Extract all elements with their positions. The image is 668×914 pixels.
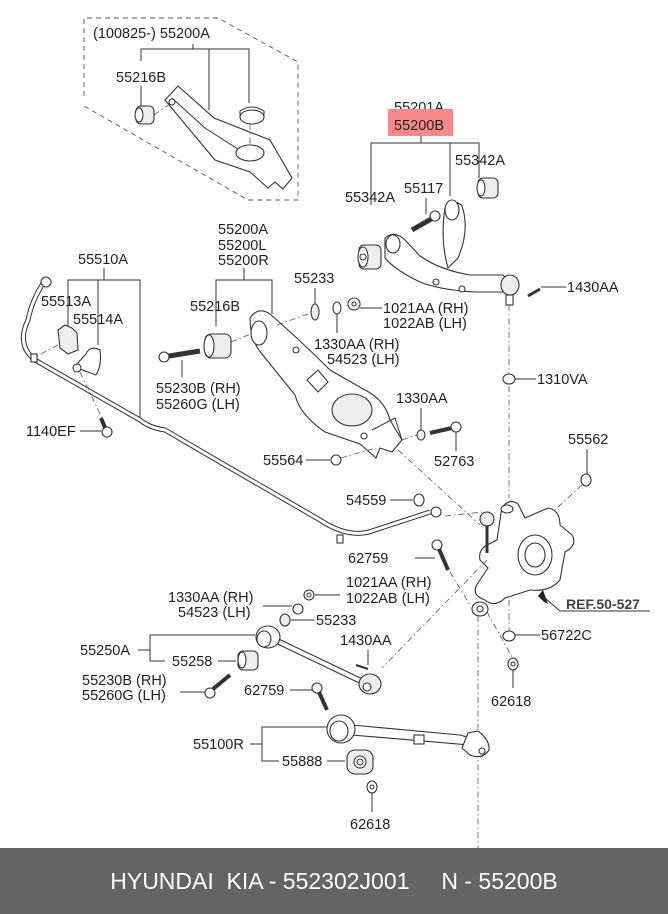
lower-bolt-part [158, 348, 201, 363]
lower-bolt-rh-label: 55230B (RH) [156, 381, 241, 397]
lower-bolt-lh-label: 55260G (LH) [156, 397, 240, 413]
stabilizer-bolt-label: 1140EF [26, 424, 76, 440]
lower-bolt2-label: 52763 [434, 454, 474, 470]
stabilizer-bracket-label: 55514A [73, 312, 123, 328]
upper-cotter-pin-label: 1430AA [567, 280, 619, 296]
lower-arm-code-l: 55200L [218, 238, 266, 254]
toe-link-group: 1330AA (RH) 54523 (LH) 1021AA (RH) 1022A… [80, 575, 431, 711]
toe-nut-lh-label: 1022AB (LH) [346, 591, 430, 607]
lower-washer-part [310, 303, 320, 321]
knuckle-ref-label[interactable]: REF.50-527 [566, 596, 640, 612]
inset-bushing-part [134, 105, 155, 125]
trailing-bushing-label: 55888 [282, 754, 322, 770]
upper-bushing-left-label: 55342A [345, 190, 395, 206]
upper-bushing-right-part [476, 177, 499, 199]
lower-arm-group: 55200A 55200L 55200R 55216B 55233 [156, 222, 481, 526]
trailing-arm-part [326, 714, 490, 758]
highlighted-part-box [388, 109, 453, 136]
lower-lock-washer-part [332, 301, 342, 315]
toe-washer-rh-label: 1330AA (RH) [168, 590, 253, 606]
ref-arrow [538, 590, 650, 612]
upper-cotter-pin-part [527, 287, 541, 298]
stabilizer-bolt-part [99, 417, 113, 438]
lower-lock-washer-lh-label: 54523 (LH) [327, 352, 400, 368]
upper-nut-part [502, 373, 516, 385]
toe-arm-label: 55250A [80, 643, 130, 659]
lower-bolt2-part [429, 421, 462, 435]
toe-washer2-part [279, 613, 291, 627]
inset-bushing-label: 55216B [116, 70, 166, 86]
upper-arm-code-highlight: 55200B [394, 118, 444, 134]
inset-box: (100825-) 55200A 55216B [83, 17, 299, 201]
upper-bolt-part [410, 210, 441, 233]
footer-spacer [409, 868, 441, 895]
lower-lock-washer-rh-label: 1330AA (RH) [314, 337, 399, 353]
trailing-arm-group: 55100R 55888 62618 [193, 714, 490, 833]
lower-nut-part [347, 297, 361, 311]
stabilizer-group: 55510A 55513A 55514A [20, 252, 484, 544]
stabilizer-link-nut-label: 54559 [346, 493, 386, 509]
toe-nut-part [303, 589, 315, 601]
toe-bolt2-label: 62759 [244, 683, 284, 699]
toe-bolt-lh-label: 55260G (LH) [82, 688, 166, 704]
knuckle-bolt-label: 62759 [348, 551, 388, 567]
stabilizer-bar-part [20, 276, 442, 544]
knuckle-washer-part [502, 630, 516, 642]
toe-bushing-label: 55258 [172, 654, 212, 670]
trailing-arm-label: 55100R [193, 737, 244, 753]
toe-washer-lh-label: 54523 (LH) [178, 605, 251, 621]
lower-arm-part [249, 310, 403, 459]
lower-washer-label: 55233 [294, 271, 334, 287]
knuckle-part [471, 501, 575, 617]
parts-diagram: (100825-) 55200A 55216B 55201A 55200B [20, 17, 650, 848]
lower-washer2-label: 1330AA [396, 391, 448, 407]
lower-bushing-label: 55216B [190, 299, 240, 315]
stabilizer-link-nut-part [413, 493, 425, 507]
lower-nut-lh-label: 1022AB (LH) [383, 316, 467, 332]
stabilizer-bushing-part [57, 324, 79, 355]
footer-brand-part-number: HYUNDAI KIA - 552302J001 [110, 867, 410, 894]
knuckle-nut-top-label: 55562 [568, 432, 608, 448]
upper-bushing-right-label: 55342A [455, 153, 505, 169]
toe-cotter-pin-label: 1430AA [340, 633, 392, 649]
toe-arm-part [255, 625, 382, 695]
knuckle-group: 55562 REF.50-527 56 [348, 432, 650, 848]
lower-nut2-part [330, 454, 342, 466]
toe-bolt2-part [311, 682, 329, 711]
lower-washer2-part [416, 429, 426, 441]
trailing-bushing-part [346, 749, 374, 775]
toe-washer2-label: 55233 [316, 613, 356, 629]
upper-arm-part [384, 199, 520, 306]
footer-bar: HYUNDAI KIA - 552302J001 N - 55200B [0, 848, 668, 914]
lower-bushing-part [203, 333, 232, 359]
stabilizer-bushing-label: 55513A [41, 294, 91, 310]
lower-nut-rh-label: 1021AA (RH) [383, 301, 468, 317]
toe-washer-part [292, 603, 304, 615]
upper-bushing-left-part [357, 244, 382, 270]
knuckle-washer-label: 56722C [541, 628, 592, 644]
trailing-nut-part [366, 780, 378, 794]
toe-nut-rh-label: 1021AA (RH) [346, 575, 431, 591]
knuckle-nut-label: 62618 [491, 694, 531, 710]
trailing-nut-label: 62618 [350, 817, 390, 833]
toe-bolt-part [204, 673, 232, 699]
inset-header-label: (100825-) 55200A [93, 26, 210, 42]
stabilizer-bar-label: 55510A [78, 252, 128, 268]
toe-bolt-rh-label: 55230B (RH) [82, 673, 167, 689]
knuckle-nut-top-part [580, 473, 592, 487]
upper-nut-label: 1310VA [537, 372, 588, 388]
upper-arm-group: 55201A 55200B 55342A 55342A 55117 [345, 100, 619, 498]
inset-arm-part [153, 85, 293, 190]
upper-bolt-label: 55117 [404, 181, 443, 197]
knuckle-nut-part [507, 657, 519, 671]
toe-bushing-part [237, 650, 259, 671]
knuckle-bolt-part [431, 539, 450, 571]
lower-nut2-label: 55564 [263, 453, 303, 469]
lower-arm-code-r: 55200R [218, 253, 269, 269]
footer-ref-number: N - 55200B [441, 867, 558, 894]
stabilizer-bracket-part [72, 347, 102, 376]
lower-arm-code-a: 55200A [218, 222, 268, 238]
